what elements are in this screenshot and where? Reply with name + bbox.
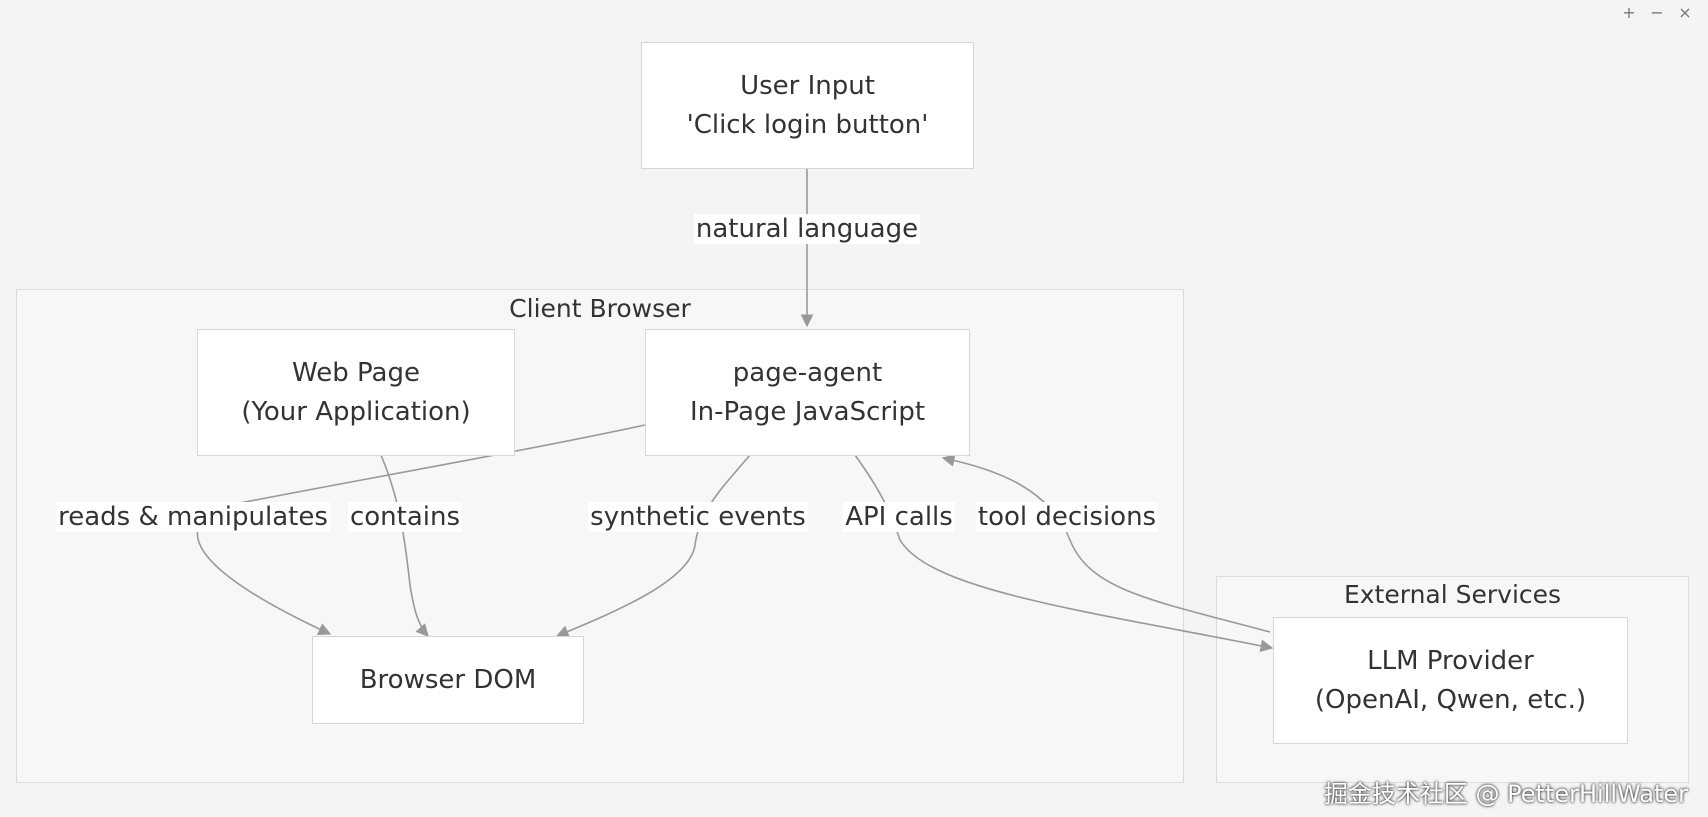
- node-page-agent-title: page-agent: [732, 357, 883, 388]
- node-llm-provider-subtitle: (OpenAI, Qwen, etc.): [1314, 684, 1587, 715]
- edge-label-reads-manipulates: reads & manipulates: [56, 502, 330, 532]
- zoom-out-icon[interactable]: −: [1650, 3, 1664, 22]
- node-web-page[interactable]: Web Page (Your Application): [197, 329, 515, 456]
- external-services-title: External Services: [1343, 580, 1562, 609]
- node-page-agent-subtitle: In-Page JavaScript: [689, 396, 926, 427]
- client-browser-group: Client Browser: [16, 289, 1184, 783]
- node-llm-provider[interactable]: LLM Provider (OpenAI, Qwen, etc.): [1273, 617, 1628, 744]
- zoom-in-icon[interactable]: +: [1622, 3, 1636, 22]
- node-web-page-title: Web Page: [292, 357, 420, 388]
- node-page-agent[interactable]: page-agent In-Page JavaScript: [645, 329, 970, 456]
- node-llm-provider-title: LLM Provider: [1367, 645, 1534, 676]
- node-user-input-subtitle: 'Click login button': [686, 109, 929, 140]
- node-browser-dom[interactable]: Browser DOM: [312, 636, 584, 724]
- edge-label-contains: contains: [347, 502, 463, 532]
- close-icon[interactable]: ×: [1678, 3, 1692, 22]
- node-web-page-subtitle: (Your Application): [241, 396, 471, 427]
- edge-label-tool-decisions: tool decisions: [975, 502, 1159, 532]
- watermark-text: 掘金技术社区 @ PetterHillWater: [1323, 780, 1688, 808]
- node-user-input-title: User Input: [740, 70, 875, 101]
- node-browser-dom-title: Browser DOM: [359, 664, 537, 695]
- client-browser-title: Client Browser: [509, 294, 691, 323]
- edge-label-api-calls: API calls: [843, 502, 955, 532]
- edge-label-synthetic-events: synthetic events: [588, 502, 808, 532]
- node-user-input[interactable]: User Input 'Click login button': [641, 42, 974, 169]
- edge-label-natural-language: natural language: [693, 214, 921, 244]
